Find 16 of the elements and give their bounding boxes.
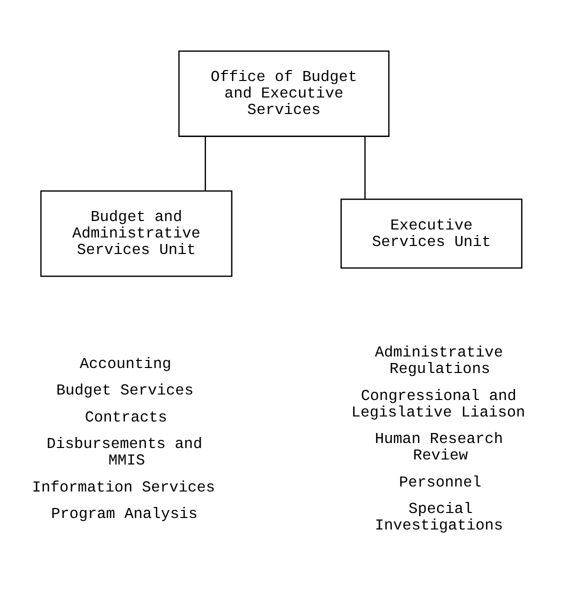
node-box: Executive Services Unit	[340, 198, 522, 269]
node-box: Office of Budget and Executive Services	[178, 50, 390, 137]
node-label: Program Analysis	[51, 505, 198, 524]
node-label: Contracts	[84, 408, 168, 426]
node-label: Special Investigations	[374, 500, 503, 535]
node-label: Budget Services	[56, 382, 194, 400]
connector	[204, 136, 206, 191]
connector	[364, 136, 366, 200]
node-box: Budget and Administrative Services Unit	[40, 190, 232, 277]
node-label: Information Services	[32, 478, 216, 496]
node-label: Accounting	[80, 354, 172, 373]
node-label: Human Research Review	[374, 430, 503, 465]
node-label: Personnel	[399, 473, 482, 492]
node-label: Congressional and Legislative Liaison	[351, 386, 526, 422]
node-label: Disbursements and MMIS	[46, 435, 202, 470]
node-label: Administrative Regulations	[374, 344, 503, 378]
